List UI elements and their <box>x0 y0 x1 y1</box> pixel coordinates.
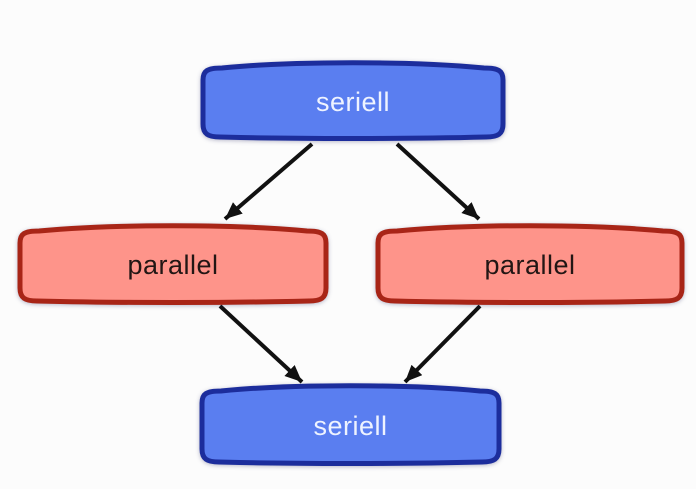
arrow-layer <box>218 142 482 384</box>
node-shape-parallel-right <box>375 223 685 305</box>
arrow-top-to-left <box>223 142 314 221</box>
node-shape-seriell-bottom <box>199 383 502 466</box>
node-shape-seriell-top <box>200 60 506 141</box>
arrow-right-to-bottom <box>403 304 482 384</box>
arrow-left-to-bottom <box>218 304 304 384</box>
arrow-top-to-right <box>395 142 481 221</box>
node-layer <box>17 60 685 466</box>
node-shape-parallel-left <box>17 223 329 305</box>
